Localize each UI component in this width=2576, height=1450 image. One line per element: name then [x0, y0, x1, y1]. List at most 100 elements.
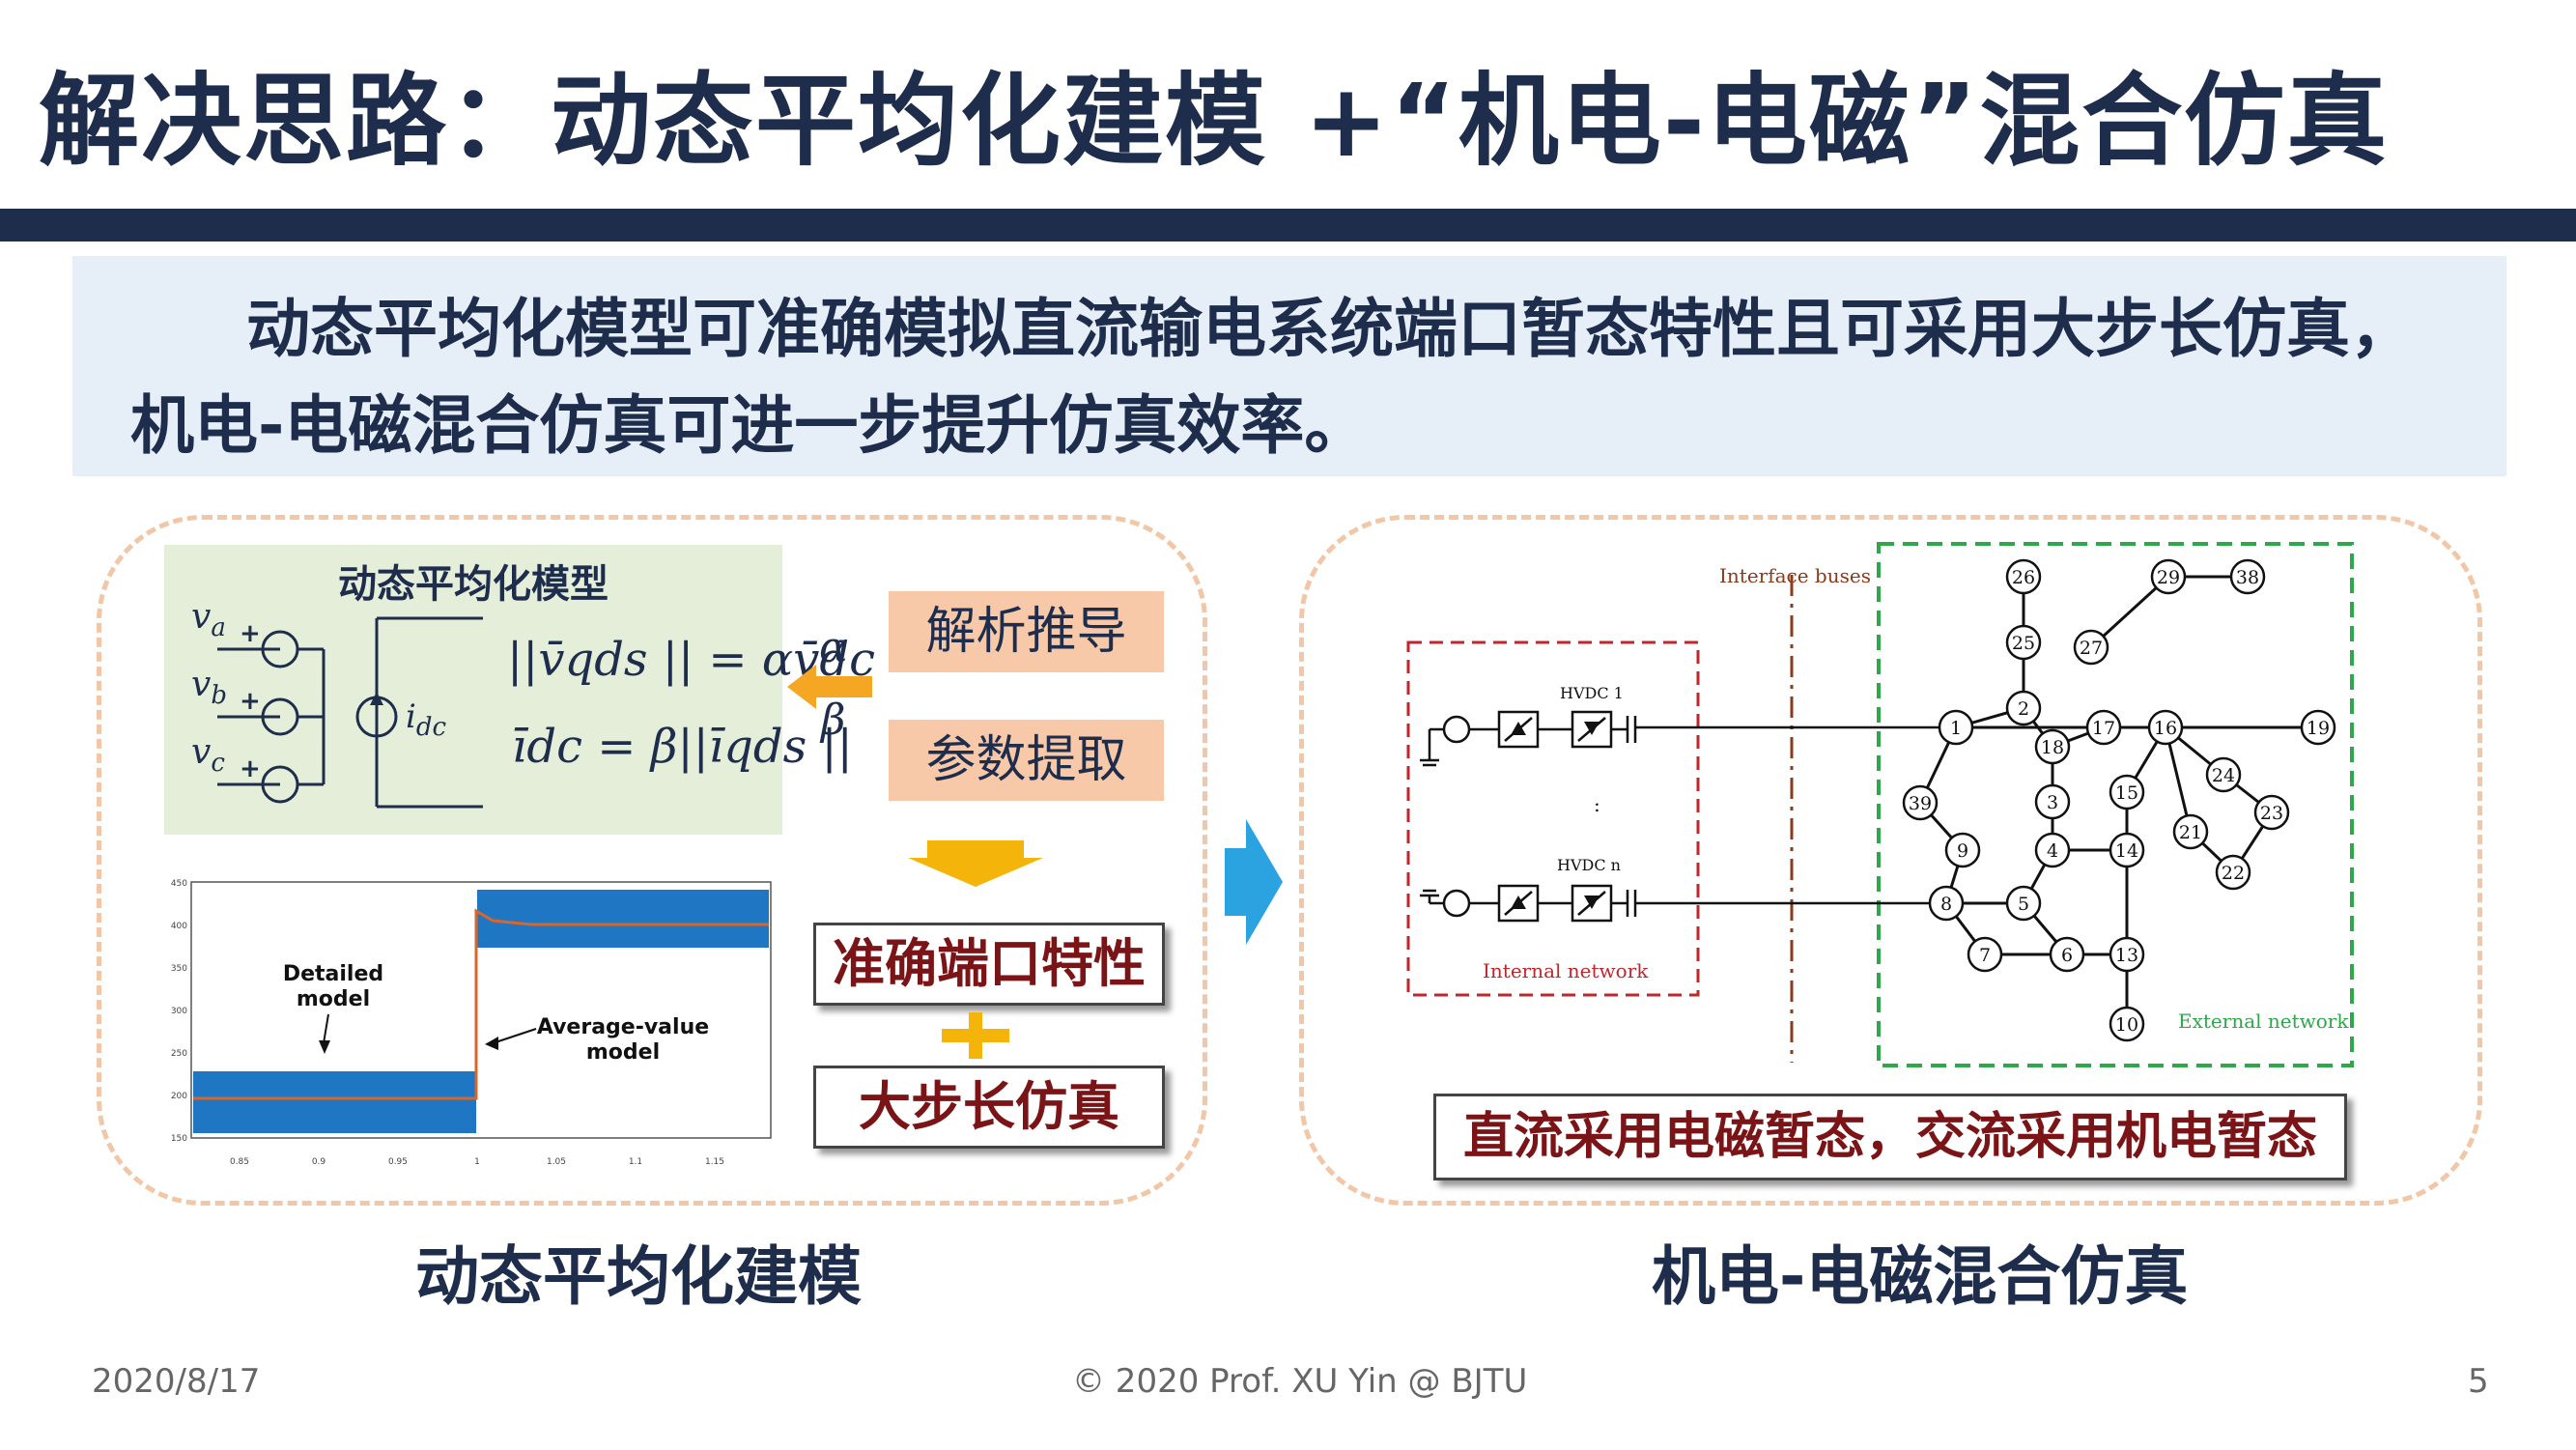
svg-text:8: 8 [1940, 894, 1952, 915]
svg-text::: : [1594, 793, 1600, 816]
svg-text:15: 15 [2115, 782, 2138, 804]
bus-node-1: 1 [1938, 709, 1974, 746]
dc-current-label: idc [406, 697, 447, 742]
right-panel [1299, 515, 2482, 1206]
summary-box: 动态平均化模型可准确模拟直流输电系统端口暂态特性且可采用大步长仿真， 机电-电磁… [72, 256, 2506, 476]
bus-node-18: 18 [2034, 728, 2071, 765]
svg-text:29: 29 [2157, 567, 2180, 588]
hvdcn-label: HVDC n [1557, 856, 1621, 874]
svg-text:6: 6 [2061, 945, 2073, 966]
svg-text:7: 7 [1979, 945, 1991, 966]
equation-current: īdc = β||īqds || [512, 720, 853, 774]
bus-node-22: 22 [2215, 854, 2251, 891]
svg-text:26: 26 [2012, 567, 2035, 588]
voltage-b: vb [191, 665, 227, 710]
svg-text:+: + [240, 687, 261, 716]
bus-node-10: 10 [2109, 1006, 2145, 1042]
svg-text:14: 14 [2115, 840, 2138, 862]
derivation-button: 解析推导 [889, 591, 1164, 672]
bus-node-3: 3 [2034, 783, 2071, 820]
xtick-090: 0.9 [312, 1157, 326, 1167]
bus-node-15: 15 [2109, 774, 2145, 810]
footer-copyright: © 2020 Prof. XU Yin @ BJTU [1072, 1362, 1528, 1401]
svg-text:39: 39 [1909, 793, 1932, 814]
svg-text:13: 13 [2115, 945, 2138, 966]
internal-network-label: Internal network [1483, 959, 1649, 982]
svg-text:38: 38 [2236, 567, 2259, 588]
bus-node-17: 17 [2085, 709, 2122, 746]
svg-text:2: 2 [2018, 698, 2029, 720]
svg-text:16: 16 [2154, 718, 2177, 739]
footer-date: 2020/8/17 [92, 1362, 261, 1401]
hvdc1-label: HVDC 1 [1560, 684, 1624, 702]
left-panel [97, 515, 1207, 1206]
voltage-c: vc [191, 732, 225, 778]
svg-text:18: 18 [2041, 737, 2064, 758]
ytick-250: 250 [171, 1049, 187, 1059]
bus-node-27: 27 [2073, 629, 2109, 666]
svg-text:+: + [240, 619, 261, 648]
left-arrow-icon [787, 665, 872, 709]
right-arrow-icon [1225, 819, 1283, 945]
svg-text:1: 1 [1950, 718, 1962, 739]
bus-node-14: 14 [2109, 832, 2145, 868]
bus-node-5: 5 [2005, 885, 2042, 922]
svg-text:17: 17 [2092, 718, 2115, 739]
xtick-085: 0.85 [230, 1157, 249, 1167]
slide-title: 解决思路：动态平均化建模 +“机电-电磁”混合仿真 [39, 62, 2390, 180]
svg-text:23: 23 [2260, 803, 2283, 824]
svg-text:−: − [304, 635, 326, 664]
ytick-400: 400 [171, 922, 187, 931]
interface-buses-label: Interface buses [1719, 564, 1871, 587]
svg-text:19: 19 [2307, 718, 2330, 739]
svg-text:10: 10 [2115, 1014, 2138, 1036]
ytick-350: 350 [171, 964, 187, 974]
xtick-095: 0.95 [388, 1157, 408, 1167]
xtick-110: 1.1 [629, 1157, 642, 1167]
average-line [193, 908, 769, 1100]
bus-node-24: 24 [2205, 756, 2242, 793]
title-rule [0, 209, 2576, 242]
ytick-200: 200 [171, 1092, 187, 1101]
bus-node-2: 2 [2005, 690, 2042, 726]
down-arrow-icon [908, 840, 1043, 887]
accurate-port-box: 准确端口特性 [813, 923, 1165, 1006]
xtick-115: 1.15 [705, 1157, 724, 1167]
bus-node-13: 13 [2109, 936, 2145, 973]
svg-text:9: 9 [1957, 840, 1968, 862]
svg-text:5: 5 [2018, 894, 2029, 915]
summary-line-2: 机电-电磁混合仿真可进一步提升仿真效率。 [130, 388, 1369, 463]
svg-text:3: 3 [2047, 792, 2058, 813]
svg-text:−: − [304, 702, 326, 731]
svg-text:−: − [304, 770, 326, 799]
extraction-button: 参数提取 [889, 720, 1164, 801]
bus-node-6: 6 [2049, 936, 2085, 973]
detailed-band [193, 1071, 476, 1133]
right-caption: 机电-电磁混合仿真 [1652, 1239, 2189, 1314]
bus-node-29: 29 [2150, 558, 2187, 595]
bus-node-7: 7 [1967, 936, 2003, 973]
simulation-plot: 450 400 350 300 250 200 150 0.85 0.9 0.9… [164, 874, 782, 1174]
svg-text:22: 22 [2222, 863, 2245, 884]
hybrid-banner: 直流采用电磁暂态，交流采用机电暂态 [1433, 1094, 2347, 1180]
voltage-a: va [191, 597, 226, 642]
svg-text:27: 27 [2080, 638, 2103, 659]
ytick-150: 150 [171, 1134, 187, 1144]
beta-symbol: β [821, 696, 846, 745]
svg-text:25: 25 [2012, 633, 2035, 654]
svg-text:4: 4 [2047, 840, 2058, 862]
bus-node-38: 38 [2229, 558, 2266, 595]
svg-text:+: + [240, 754, 261, 783]
footer-page-number: 5 [2468, 1362, 2489, 1401]
bus-node-16: 16 [2147, 709, 2184, 746]
bus-node-25: 25 [2005, 624, 2042, 661]
bus-node-26: 26 [2005, 558, 2042, 595]
bus-node-19: 19 [2300, 709, 2336, 746]
alpha-symbol: α [819, 623, 848, 672]
xtick-100: 1 [474, 1157, 480, 1167]
plus-icon [942, 1012, 1009, 1059]
average-model-box [164, 545, 782, 835]
